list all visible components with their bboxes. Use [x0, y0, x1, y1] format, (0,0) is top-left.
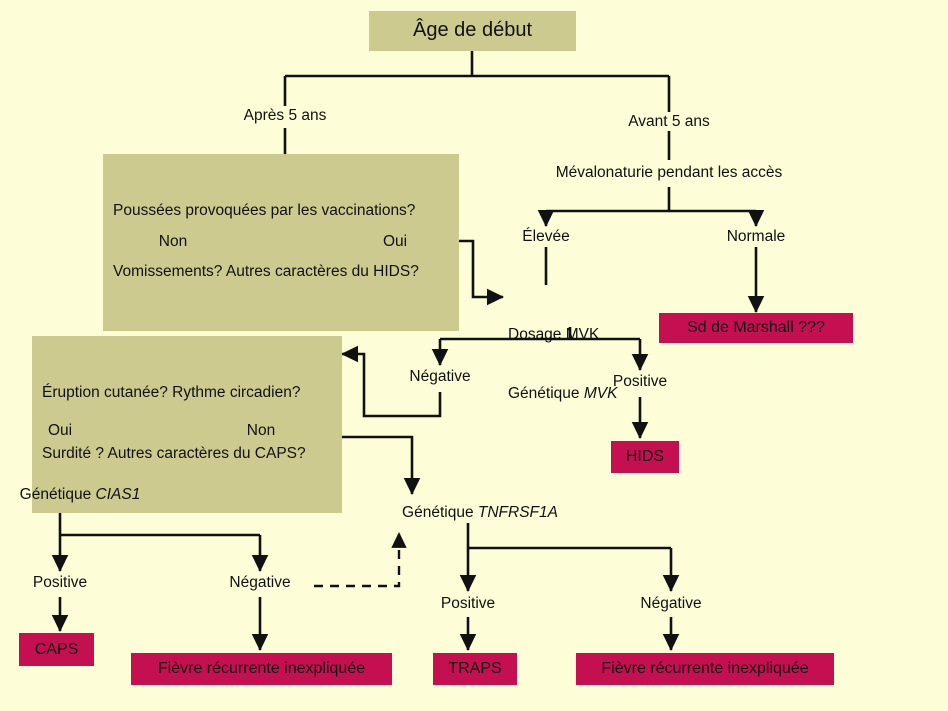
- question-caps-line-1: Éruption cutanée? Rythme circadien?: [42, 383, 301, 401]
- gene-tnfrsf1a: TNFRSF1A: [477, 504, 558, 521]
- node-hids-non: Non: [158, 233, 188, 250]
- node-branch-apres-5-ans: Après 5 ans: [243, 107, 327, 124]
- node-genetique-cias1: Génétique CIAS1: [0, 485, 160, 505]
- node-genetique-tnfrsf1a: Génétique TNFRSF1A: [380, 503, 580, 523]
- node-cias1-positive: Positive: [32, 574, 88, 591]
- node-question-caps[interactable]: Éruption cutanée? Rythme circadien? Surd…: [32, 336, 342, 513]
- node-dosage-mvk: Dosage MVK Génétique MVK: [508, 285, 708, 444]
- dosage-mvk-line-2: Génétique MVK: [508, 384, 708, 404]
- node-branch-avant-5-ans: Avant 5 ans: [628, 113, 710, 130]
- node-mevalonaturie-normale: Normale: [726, 228, 786, 245]
- node-hids-oui: Oui: [382, 233, 408, 250]
- node-result-sd-marshall[interactable]: Sd de Marshall ???: [659, 313, 853, 343]
- genetique-label: Génétique: [19, 486, 96, 503]
- node-result-hids[interactable]: HIDS: [611, 441, 679, 473]
- node-root-age-de-debut[interactable]: Âge de début: [369, 11, 576, 51]
- node-mvk-positive: Positive: [612, 373, 668, 390]
- node-tnf-positive: Positive: [440, 595, 496, 612]
- node-cias1-negative: Négative: [229, 574, 291, 591]
- node-mevalonaturie: Mévalonaturie pendant les accès: [555, 164, 783, 181]
- node-result-fievre-right[interactable]: Fièvre récurrente inexpliquée: [576, 653, 834, 685]
- node-result-fievre-left[interactable]: Fièvre récurrente inexpliquée: [131, 653, 392, 685]
- dosage-mvk-line-1: Dosage MVK: [508, 325, 600, 343]
- node-caps-non: Non: [246, 422, 276, 439]
- node-mevalonaturie-elevee: Élevée: [522, 228, 570, 245]
- edge-cias1neg-tnfrsf1a-dashed: [314, 532, 407, 588]
- node-mvk-negative: Négative: [409, 368, 471, 385]
- genetique-label: Génétique: [402, 504, 478, 521]
- node-result-caps[interactable]: CAPS: [19, 633, 94, 666]
- node-question-hids[interactable]: Poussées provoquées par les vaccinations…: [103, 154, 459, 331]
- node-caps-oui: Oui: [47, 422, 73, 439]
- node-result-traps[interactable]: TRAPS: [433, 653, 517, 685]
- gene-mvk: MVK: [583, 385, 618, 403]
- question-caps-line-2: Surdité ? Autres caractères du CAPS?: [42, 445, 306, 463]
- question-hids-line-2: Vomissements? Autres caractères du HIDS?: [113, 263, 419, 281]
- genetique-label: Génétique: [508, 385, 584, 403]
- node-tnf-negative: Négative: [640, 595, 702, 612]
- gene-cias1: CIAS1: [95, 486, 141, 503]
- question-hids-line-1: Poussées provoquées par les vaccinations…: [113, 201, 416, 219]
